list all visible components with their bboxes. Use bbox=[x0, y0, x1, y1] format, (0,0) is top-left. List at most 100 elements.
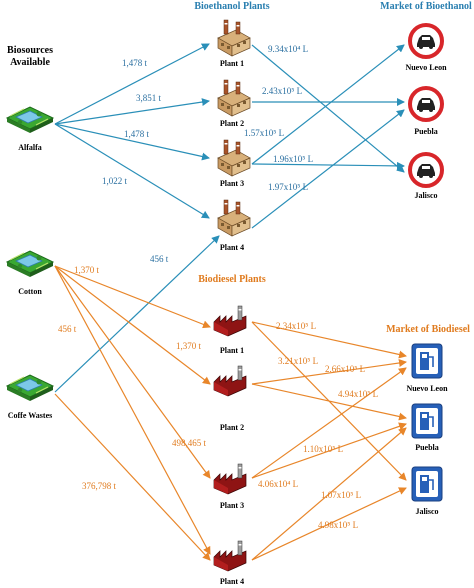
bioethanol-plant-ep3: Plant 3 bbox=[217, 139, 251, 188]
bioethanol-market-label: Jalisco bbox=[414, 191, 437, 200]
flow-arrow-ep3-to-em1 bbox=[251, 44, 405, 165]
flow-arrow-cotton-to-dp4 bbox=[54, 265, 211, 555]
flow-label-ep1-to-em3: 9.34x10⁴ L bbox=[268, 44, 308, 54]
bioethanol-market-label: Nuevo Leon bbox=[405, 63, 447, 72]
biodiesel-market-dm3: Jalisco bbox=[411, 466, 443, 516]
header-biodiesel-plants: Biodiesel Plants bbox=[198, 274, 266, 285]
flow-arrow-cotton-to-dp2 bbox=[54, 265, 211, 385]
flow-label-cotton-to-dp4: 456 t bbox=[58, 324, 77, 334]
biodiesel-plant-label: Plant 3 bbox=[220, 501, 244, 510]
flow-label-dp2-to-dm1: 2.66x10⁵ L bbox=[325, 364, 365, 374]
header-available: Available bbox=[10, 57, 50, 68]
biosource-label: Coffe Wastes bbox=[8, 411, 53, 420]
flow-arrow-alfalfa-to-ep2 bbox=[54, 98, 210, 125]
flow-arrow-dp2-to-dm1 bbox=[251, 359, 407, 385]
flow-arrow-alfalfa-to-ep3 bbox=[54, 123, 210, 161]
biodiesel-market-label: Jalisco bbox=[415, 507, 438, 516]
ethanol-sign-icon bbox=[408, 23, 444, 59]
flow-label-alfalfa-to-ep2: 3,851 t bbox=[136, 93, 162, 103]
ethanol-plant-icon bbox=[217, 79, 251, 117]
biosource-label: Alfalfa bbox=[18, 143, 42, 152]
biodiesel-plant-label: Plant 2 bbox=[220, 423, 244, 432]
flow-label-dp1-to-dm3: 2.34x10⁵ L bbox=[276, 321, 316, 331]
bioethanol-market-em1: Nuevo Leon bbox=[405, 23, 447, 72]
flow-arrow-coffee-to-ep4 bbox=[54, 235, 220, 393]
flow-label-dp4-to-dm3: 4.98x10⁵ L bbox=[318, 520, 358, 530]
flow-arrow-dp3-to-dm1 bbox=[251, 367, 407, 479]
bioethanol-market-em3: Jalisco bbox=[408, 152, 444, 200]
diesel-plant-icon bbox=[213, 365, 247, 397]
flow-label-dp3-to-dm1: 1.10x10⁵ L bbox=[303, 444, 343, 454]
flow-arrow-ep4-to-em2 bbox=[251, 109, 405, 229]
flow-arrow-alfalfa-to-ep1 bbox=[54, 43, 210, 125]
flow-arrow-dp3-to-dm2 bbox=[251, 422, 407, 479]
flow-label-ep3-to-em1: 1.57x10⁵ L bbox=[244, 128, 284, 138]
flow-label-alfalfa-to-ep4: 1,022 t bbox=[102, 176, 128, 186]
flow-arrow-dp4-to-dm3 bbox=[251, 487, 407, 561]
flow-label-dp3-to-dm2: 4.06x10⁴ L bbox=[258, 479, 298, 489]
bioethanol-plant-ep1: Plant 1 bbox=[217, 19, 251, 68]
biodiesel-market-dm2: Puebla bbox=[411, 403, 443, 452]
flow-arrow-coffee-to-dp4 bbox=[54, 393, 211, 561]
biosource-label: Cotton bbox=[18, 287, 42, 296]
flow-label-ep4-to-em2: 1.97x10⁵ L bbox=[268, 182, 308, 192]
ethanol-plant-icon bbox=[217, 139, 251, 177]
bioethanol-plant-ep2: Plant 2 bbox=[217, 79, 251, 128]
flow-label-dp4-to-dm2: 1.07x10⁵ L bbox=[321, 490, 361, 500]
flow-label-dp1-to-dm1: 3.21x10⁵ L bbox=[278, 356, 318, 366]
flow-label-ep3-to-em3: 1.96x10⁵ L bbox=[273, 154, 313, 164]
bioethanol-plant-label: Plant 4 bbox=[220, 243, 244, 252]
bioethanol-plant-label: Plant 2 bbox=[220, 119, 244, 128]
biodiesel-plant-dp2: Plant 2 bbox=[213, 365, 247, 432]
biodiesel-market-label: Puebla bbox=[415, 443, 439, 452]
flow-label-dp2-to-dm2: 4.94x10⁵ L bbox=[338, 389, 378, 399]
flow-label-ep2-to-em2: 2.43x10⁵ L bbox=[262, 86, 302, 96]
biosource-cotton: Cotton bbox=[6, 250, 54, 296]
bioethanol-plant-label: Plant 1 bbox=[220, 59, 244, 68]
ethanol-plant-icon bbox=[217, 199, 251, 237]
biodiesel-plant-dp3: Plant 3 bbox=[213, 463, 247, 510]
flow-arrow-dp4-to-dm2 bbox=[251, 427, 407, 561]
biosource-alfalfa: Alfalfa bbox=[6, 106, 54, 152]
flow-label-cotton-to-dp3: 498,465 t bbox=[172, 438, 207, 448]
header-market-bioethanol: Market of Bioethanol bbox=[380, 1, 472, 12]
flow-label-coffee-to-ep4: 456 t bbox=[150, 254, 169, 264]
flow-labels-layer: 1,478 t 3,851 t 1,478 t 1,022 t 456 t 9.34x10… bbox=[58, 44, 378, 530]
flow-label-alfalfa-to-ep3: 1,478 t bbox=[124, 129, 150, 139]
biodiesel-plant-dp1: Plant 1 bbox=[213, 305, 247, 355]
diesel-plant-icon bbox=[213, 305, 247, 337]
diesel-sign-icon bbox=[411, 466, 443, 502]
flow-label-cotton-to-dp2: 1,370 t bbox=[176, 341, 202, 351]
field-icon bbox=[6, 250, 54, 278]
flow-arrow-dp1-to-dm1 bbox=[251, 321, 407, 359]
flow-label-cotton-to-dp1: 1,370 t bbox=[74, 265, 100, 275]
ethanol-plant-icon bbox=[217, 19, 251, 57]
biodiesel-plant-label: Plant 4 bbox=[220, 577, 244, 586]
flow-arrow-cotton-to-dp3 bbox=[54, 265, 211, 479]
biodiesel-plant-dp4: Plant 4 bbox=[213, 540, 247, 586]
flow-arrow-ep1-to-em3 bbox=[251, 44, 405, 173]
field-icon bbox=[6, 374, 54, 402]
header-bioethanol-plants: Bioethanol Plants bbox=[194, 1, 269, 12]
flow-label-alfalfa-to-ep1: 1,478 t bbox=[122, 58, 148, 68]
diesel-plant-icon bbox=[213, 463, 247, 495]
header-biosources: Biosources bbox=[7, 45, 53, 56]
bioethanol-plant-ep4: Plant 4 bbox=[217, 199, 251, 252]
diesel-plant-icon bbox=[213, 540, 247, 572]
biosource-coffee: Coffe Wastes bbox=[6, 374, 54, 420]
flow-arrow-alfalfa-to-ep4 bbox=[54, 123, 210, 219]
bioethanol-market-em2: Puebla bbox=[408, 86, 444, 136]
flow-arrow-dp2-to-dm2 bbox=[251, 383, 407, 421]
diesel-sign-icon bbox=[411, 343, 443, 379]
diesel-sign-icon bbox=[411, 403, 443, 439]
bioethanol-plant-label: Plant 3 bbox=[220, 179, 244, 188]
bioethanol-market-label: Puebla bbox=[414, 127, 438, 136]
biodiesel-market-dm1: Nuevo Leon bbox=[406, 343, 448, 393]
flow-arrow-cotton-to-dp1 bbox=[54, 265, 211, 329]
field-icon bbox=[6, 106, 54, 134]
flow-arrow-ep3-to-em3 bbox=[251, 161, 405, 170]
ethanol-sign-icon bbox=[408, 86, 444, 122]
biodiesel-market-label: Nuevo Leon bbox=[406, 384, 448, 393]
